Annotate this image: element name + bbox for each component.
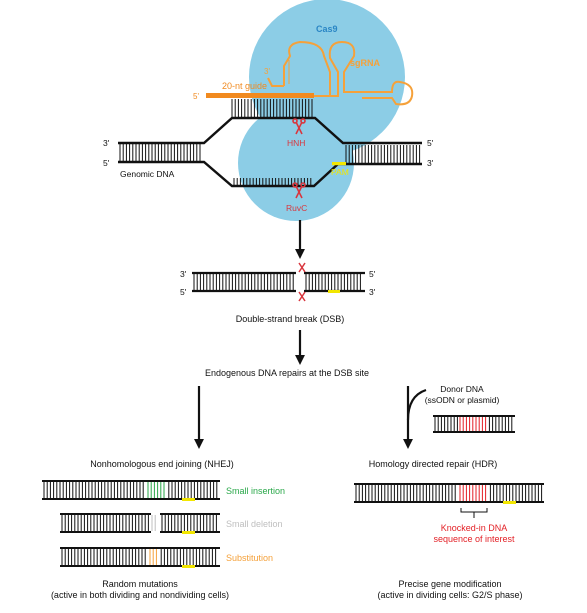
genomic-top-right-end: 5': [427, 138, 434, 148]
dsb-right-bottom-end: 3': [369, 287, 376, 297]
donor-rungs: [434, 417, 513, 431]
genomic-dna-label: Genomic DNA: [120, 169, 175, 179]
genomic-bottom-left-end: 5': [103, 158, 110, 168]
genomic-dna: [118, 116, 422, 188]
nhej-result-line1: Random mutations: [102, 579, 178, 589]
cas9-lobe-bottom: [238, 105, 354, 221]
substitution-label: Substitution: [226, 553, 273, 563]
nhej-result-line2: (active in both dividing and nondividing…: [51, 590, 229, 600]
nhej-rungs: [43, 482, 218, 565]
nhej-insertion-dna: [42, 480, 220, 500]
guide-5prime-label: 5': [193, 92, 199, 101]
ruvc-label: RuvC: [286, 203, 307, 213]
donor-title: Donor DNA: [440, 384, 484, 394]
cas9-label: Cas9: [316, 24, 338, 34]
hdr-result-line1: Precise gene modification: [398, 579, 501, 589]
rna-3prime-label: 3': [264, 67, 270, 76]
hdr-rungs: [355, 485, 543, 501]
knockin-bracket: [460, 508, 488, 513]
small-deletion-label: Small deletion: [226, 519, 283, 529]
nhej-title: Nonhomologous end joining (NHEJ): [90, 459, 234, 469]
dsb-rungs: [193, 274, 361, 290]
guide-label: 20-nt guide: [222, 81, 267, 91]
knockin-label-line1: Knocked-in DNA: [441, 523, 508, 533]
pam-site: [332, 162, 346, 166]
donor-dna: [433, 415, 515, 433]
hdr-pam: [503, 501, 516, 504]
repair-title: Endogenous DNA repairs at the DSB site: [205, 368, 369, 378]
cas9-protein: [238, 0, 405, 221]
dsb-caption: Double-strand break (DSB): [236, 314, 345, 324]
nhej-deletion-pam: [182, 531, 195, 534]
guide-pairing: [231, 99, 313, 117]
pam-label: PAM: [331, 167, 349, 177]
genomic-dna-rungs: [119, 144, 421, 185]
dsb-dna: [192, 271, 365, 293]
dsb-scissors-bottom-icon: [298, 291, 306, 302]
dsb-pam-site: [328, 290, 340, 293]
donor-joining-curve: [406, 388, 427, 421]
dsb-right-top-end: 5': [369, 269, 376, 279]
hnh-scissors-icon: [292, 118, 306, 135]
donor-subtitle: (ssODN or plasmid): [425, 395, 500, 405]
nhej-insertion-pam: [182, 498, 195, 501]
knockin-label-line2: sequence of interest: [433, 534, 515, 544]
guide-rna-bar: [206, 93, 314, 98]
genomic-top-left-end: 3': [103, 138, 110, 148]
genomic-bottom-right-end: 3': [427, 158, 434, 168]
sgrna-label: sgRNA: [350, 58, 381, 68]
dsb-left-bottom-end: 5': [180, 287, 187, 297]
dsb-scissors-top-icon: [298, 262, 306, 273]
small-insertion-label: Small insertion: [226, 486, 285, 496]
hnh-label: HNH: [287, 138, 305, 148]
hdr-title: Homology directed repair (HDR): [369, 459, 498, 469]
dsb-left-top-end: 3': [180, 269, 187, 279]
sgrna-scaffold: [267, 40, 414, 106]
ruvc-scissors-icon: [292, 182, 306, 199]
nhej-substitution-pam: [182, 565, 195, 568]
hdr-result-line2: (active in dividing cells: G2/S phase): [377, 590, 522, 600]
